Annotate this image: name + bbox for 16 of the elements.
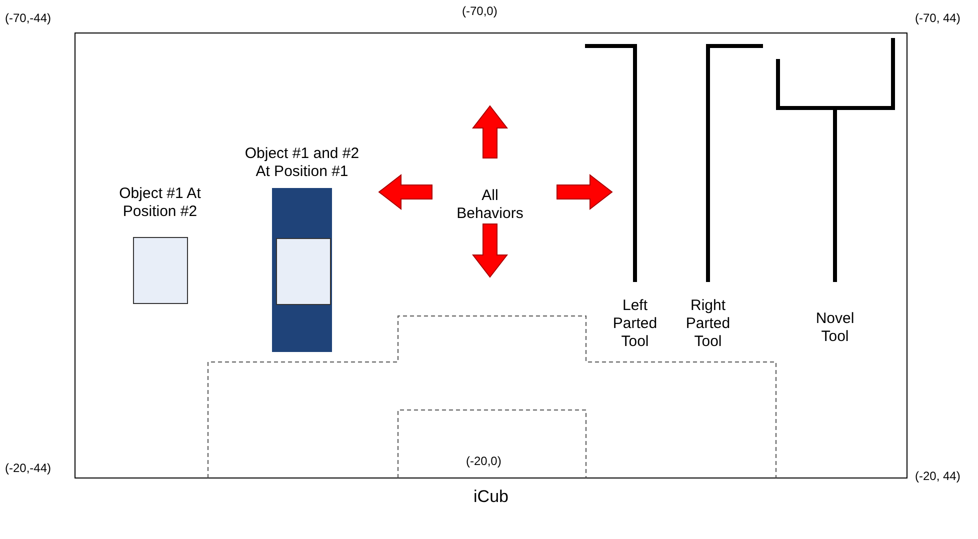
tool-label: Novel Tool [814, 310, 856, 346]
behavior-label: All Behaviors [456, 187, 524, 223]
coordinate-label: (-70,0) [462, 4, 498, 18]
tool-label: Right Parted Tool [684, 297, 732, 351]
coordinate-label: (-20,0) [466, 454, 502, 468]
caption: iCub [472, 487, 510, 507]
coordinate-label: (-20,-44) [5, 461, 52, 475]
object-box [133, 237, 188, 304]
object-box [276, 238, 331, 305]
coordinate-label: (-70, 44) [915, 11, 960, 25]
tool-label: Left Parted Tool [612, 297, 658, 351]
object-label: Object #1 At Position #2 [118, 185, 202, 221]
coordinate-label: (-20, 44) [915, 469, 960, 483]
object-stack-bar [272, 188, 332, 352]
coordinate-label: (-70,-44) [5, 11, 52, 25]
object-label: Object #1 and #2 At Position #1 [244, 145, 360, 181]
